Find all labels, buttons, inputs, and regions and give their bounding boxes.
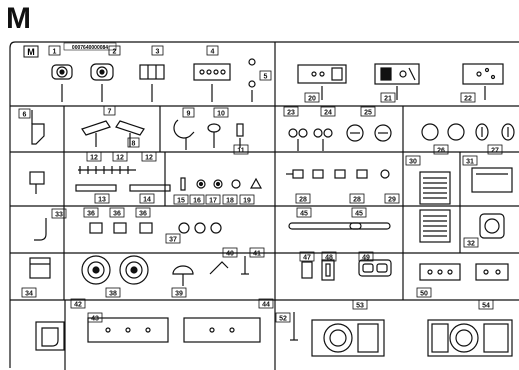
svg-text:8: 8 (132, 141, 136, 148)
svg-text:9: 9 (187, 111, 191, 118)
svg-text:2: 2 (113, 49, 117, 56)
svg-text:52: 52 (279, 316, 287, 323)
row2-parts (31, 110, 515, 151)
svg-text:13: 13 (98, 197, 106, 204)
svg-text:31: 31 (466, 159, 474, 166)
svg-text:19: 19 (243, 198, 251, 205)
svg-text:49: 49 (362, 255, 370, 262)
sprue-letter: M (6, 2, 31, 35)
row5-parts (29, 255, 509, 286)
sprue-tag: M 0007640000084 (23, 42, 117, 58)
svg-text:5: 5 (264, 74, 268, 81)
svg-text:40: 40 (226, 251, 234, 258)
svg-text:21: 21 (384, 96, 392, 103)
row4-parts (34, 209, 505, 243)
svg-text:50: 50 (420, 291, 428, 298)
svg-text:17: 17 (209, 198, 217, 205)
svg-text:27: 27 (491, 148, 499, 155)
svg-text:10: 10 (217, 111, 225, 118)
svg-text:25: 25 (364, 110, 372, 117)
svg-text:41: 41 (253, 251, 261, 258)
part-labels (18, 45, 503, 323)
svg-text:54: 54 (482, 303, 490, 310)
svg-text:6: 6 (23, 112, 27, 119)
svg-text:32: 32 (467, 241, 475, 248)
svg-text:28: 28 (353, 197, 361, 204)
svg-text:26: 26 (437, 148, 445, 155)
svg-text:37: 37 (169, 237, 177, 244)
svg-text:47: 47 (303, 255, 311, 262)
row6-parts (35, 312, 513, 357)
svg-text:36: 36 (113, 211, 121, 218)
svg-text:7: 7 (108, 109, 112, 116)
svg-text:36: 36 (87, 211, 95, 218)
svg-text:23: 23 (287, 110, 295, 117)
svg-text:45: 45 (300, 211, 308, 218)
svg-text:4: 4 (211, 49, 215, 56)
svg-text:11: 11 (237, 148, 245, 155)
svg-text:38: 38 (109, 291, 117, 298)
svg-text:39: 39 (175, 291, 183, 298)
sprue-code: 0007640000084 (72, 45, 108, 51)
row3-parts (29, 166, 513, 205)
svg-text:15: 15 (177, 198, 185, 205)
svg-text:1: 1 (53, 49, 57, 56)
svg-text:20: 20 (308, 96, 316, 103)
svg-text:45: 45 (355, 211, 363, 218)
svg-text:53: 53 (356, 303, 364, 310)
svg-text:12: 12 (90, 155, 98, 162)
sprue-frame (9, 41, 519, 370)
svg-text:18: 18 (226, 198, 234, 205)
svg-text:22: 22 (464, 96, 472, 103)
svg-text:29: 29 (388, 197, 396, 204)
svg-text:42: 42 (74, 302, 82, 309)
svg-text:14: 14 (143, 197, 151, 204)
svg-text:M: M (27, 47, 35, 57)
part-numbers: 1 2 3 4 5 6 7 8 9 10 11 12 12 12 13 14 1… (23, 49, 499, 323)
svg-text:30: 30 (409, 159, 417, 166)
svg-text:34: 34 (25, 291, 33, 298)
svg-text:3: 3 (156, 49, 160, 56)
svg-text:36: 36 (139, 211, 147, 218)
svg-text:16: 16 (193, 198, 201, 205)
part-1-2-hubs (51, 58, 504, 102)
svg-text:12: 12 (116, 155, 124, 162)
svg-text:12: 12 (145, 155, 153, 162)
svg-text:48: 48 (325, 255, 333, 262)
svg-text:43: 43 (91, 316, 99, 323)
svg-text:24: 24 (324, 110, 332, 117)
svg-text:33: 33 (55, 212, 63, 219)
svg-text:44: 44 (262, 302, 270, 309)
svg-text:28: 28 (299, 197, 307, 204)
